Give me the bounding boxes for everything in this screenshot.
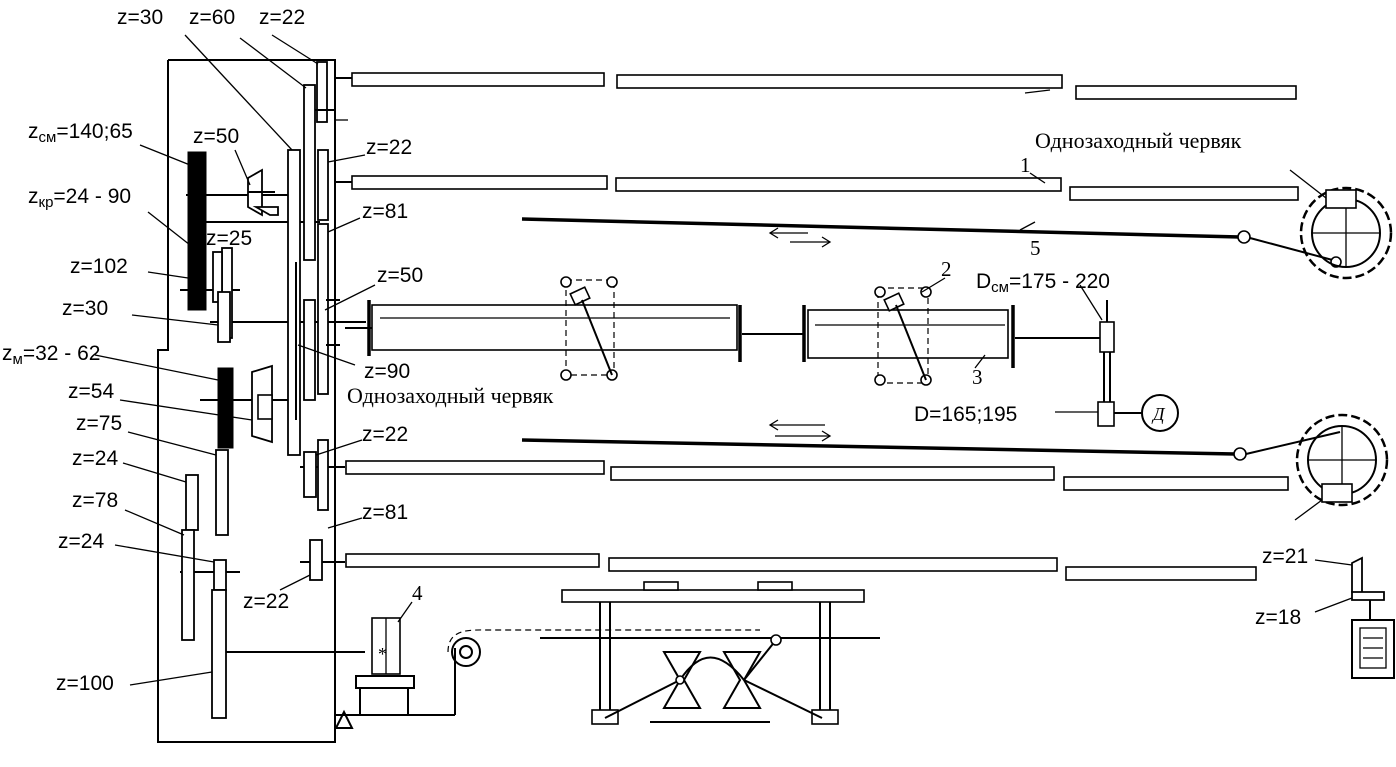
label-z22-d: z=22 <box>243 590 289 613</box>
roller-shaft-1 <box>352 176 1298 200</box>
gear-z22-c <box>304 452 316 497</box>
label-worm-mid: Однозаходный червяк <box>347 383 554 408</box>
label-z75: z=75 <box>76 412 122 435</box>
label-z50-b: z=50 <box>377 264 423 287</box>
pulley-d <box>1098 402 1142 426</box>
drum-left <box>345 300 805 362</box>
label-z-sm: zсм=140;65 <box>28 120 133 146</box>
label-motor: Д <box>1151 404 1166 424</box>
worm-mid <box>252 366 272 442</box>
label-z22-top: z=22 <box>259 6 305 29</box>
label-z54: z=54 <box>68 380 114 403</box>
label-z90: z=90 <box>364 360 410 383</box>
label-worm-top: Однозаходный червяк <box>1035 128 1242 153</box>
lifting-table <box>540 582 880 724</box>
label-z21: z=21 <box>1262 545 1308 568</box>
label-z78: z=78 <box>72 489 118 512</box>
gear-z22-b <box>318 120 348 220</box>
gear-z100 <box>212 590 226 718</box>
label-z-kr: zкр=24 - 90 <box>28 185 131 211</box>
gear-z24-a <box>186 475 198 530</box>
gear-z78 <box>182 530 194 640</box>
label-4: 4 <box>412 581 423 605</box>
clutch-4: * <box>336 618 455 728</box>
label-z-m: zм=32 - 62 <box>2 342 100 368</box>
gear-z30-b <box>218 292 230 342</box>
cam-mechanism <box>605 635 822 722</box>
roller-shaft-lower-2 <box>346 554 1256 580</box>
traverse-rod-5 <box>522 219 1341 267</box>
roller-shaft-top <box>352 73 1296 99</box>
label-1: 1 <box>1020 153 1031 177</box>
label-z102: z=102 <box>70 255 128 278</box>
gear-z75 <box>216 450 228 535</box>
label-3: 3 <box>972 365 983 389</box>
label-z100: z=100 <box>56 672 114 695</box>
gear-z81-b <box>318 440 328 510</box>
label-2: 2 <box>941 257 952 281</box>
label-z24-b: z=24 <box>58 530 104 553</box>
label-z30-b: z=30 <box>62 297 108 320</box>
label-z25: z=25 <box>206 227 252 250</box>
label-d: D=165;195 <box>914 403 1017 426</box>
label-z30-top: z=30 <box>117 6 163 29</box>
label-z60-top: z=60 <box>189 6 235 29</box>
svg-text:*: * <box>378 644 387 664</box>
label-5: 5 <box>1030 236 1041 260</box>
gearbox-shafts <box>180 78 366 652</box>
gear-z24-b <box>214 560 226 590</box>
counter-device <box>1352 620 1394 678</box>
label-z22-b: z=22 <box>366 136 412 159</box>
label-z50-a: z=50 <box>193 125 239 148</box>
gear-z22-d <box>310 540 322 580</box>
worm-wheel-bottom <box>1295 415 1387 520</box>
label-z24-a: z=24 <box>72 447 118 470</box>
gear-z30-top <box>288 150 300 455</box>
drum-right <box>804 305 1100 368</box>
pulley-d-sm <box>1100 300 1114 405</box>
direction-arrows-mid <box>770 420 830 441</box>
change-gear-z-sm <box>188 152 206 310</box>
change-gear-z-m <box>218 368 233 448</box>
traverse-rod-lower <box>522 432 1340 460</box>
bevel-gears-z21-z18 <box>1352 558 1384 620</box>
direction-arrows-top <box>770 228 830 247</box>
label-z81-b: z=81 <box>362 501 408 524</box>
roller-shaft-lower-1 <box>346 461 1288 490</box>
label-z18: z=18 <box>1255 606 1301 629</box>
gear-z60 <box>304 85 315 260</box>
label-z81-a: z=81 <box>362 200 408 223</box>
pulley-bottom <box>448 630 760 666</box>
gear-cone-z50-a <box>248 170 278 215</box>
label-d-sm: Dсм=175 - 220 <box>976 270 1110 296</box>
label-z22-c: z=22 <box>362 423 408 446</box>
